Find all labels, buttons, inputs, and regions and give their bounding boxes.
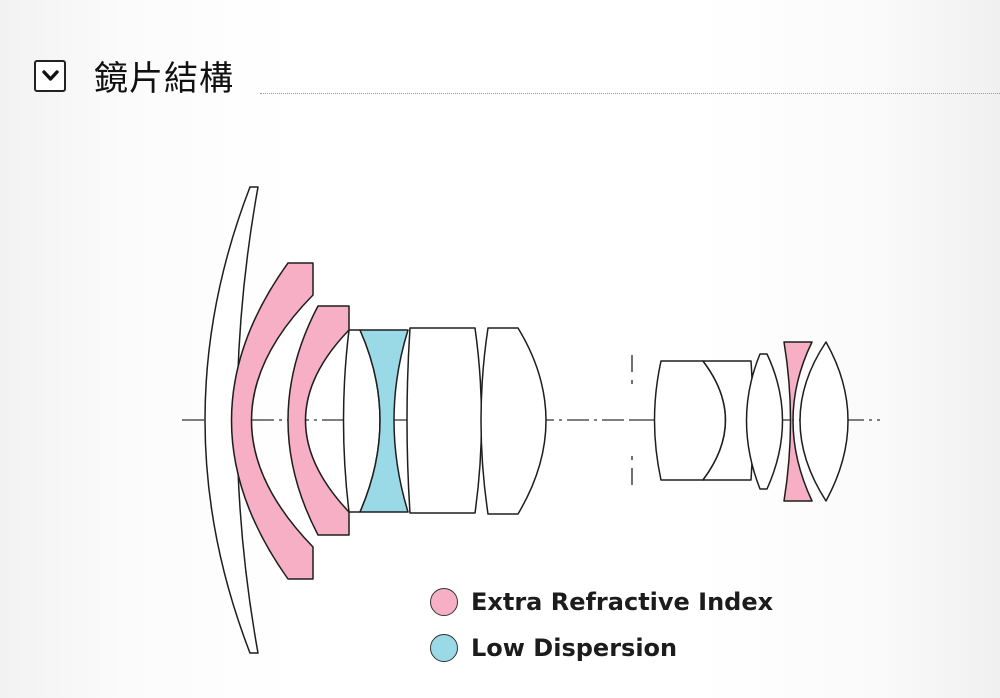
extra-refractive-swatch-icon (430, 588, 458, 616)
collapse-toggle-button[interactable] (34, 60, 66, 92)
chevron-down-icon (42, 70, 59, 81)
lens-element-5 (359, 329, 409, 513)
lens-element-2 (230, 262, 314, 580)
lens-element-12 (799, 341, 849, 502)
section-header: 鏡片結構 (34, 56, 1000, 104)
lens-element-7 (480, 327, 547, 515)
section-title: 鏡片結構 (94, 59, 234, 99)
lens-element-6 (406, 327, 483, 514)
low-dispersion-swatch-icon (430, 634, 458, 662)
legend-label: Extra Refractive Index (471, 588, 774, 616)
legend-label: Low Dispersion (471, 634, 678, 662)
lens-element-11 (783, 341, 813, 502)
title-divider (260, 93, 1000, 94)
lens-element-10 (745, 353, 784, 490)
